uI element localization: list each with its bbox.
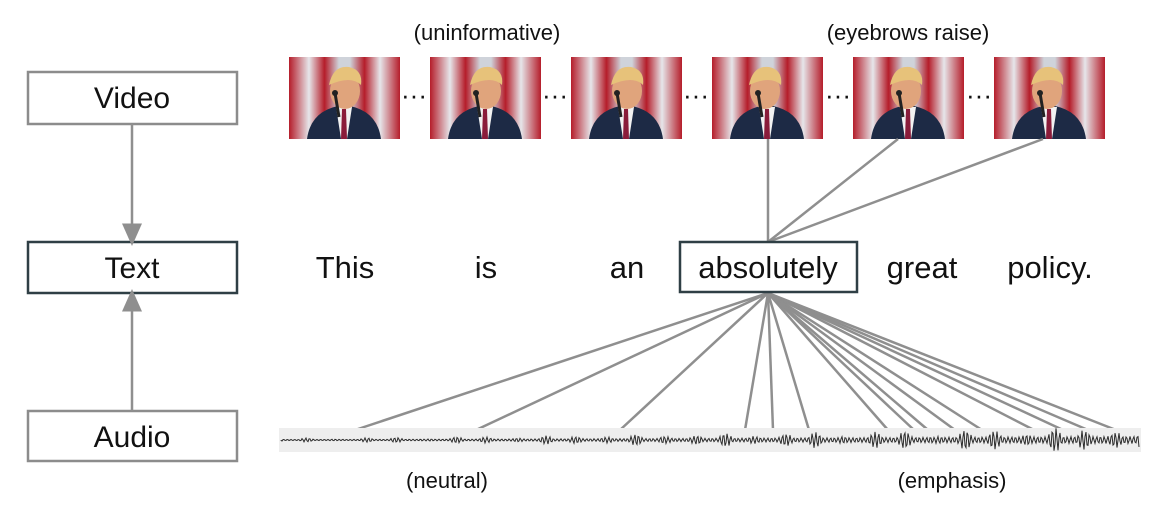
audio-alignment-link xyxy=(767,292,915,431)
sentence-word: This xyxy=(316,250,375,285)
audio-alignment-link xyxy=(767,291,1035,432)
frame-ellipsis: ··· xyxy=(825,80,851,110)
video-frames xyxy=(289,57,1105,139)
sentence-word: an xyxy=(610,250,644,285)
audio-alignment-link xyxy=(354,291,769,432)
sentence-word: policy. xyxy=(1007,250,1093,285)
sentence-word-highlighted: absolutely xyxy=(698,250,838,285)
emphasis-annotation: (emphasis) xyxy=(898,468,1007,493)
video-frame xyxy=(571,57,682,139)
frame-ellipsis: ··· xyxy=(401,80,427,110)
sentence-word: is xyxy=(475,250,497,285)
audio-modality: Audio xyxy=(26,409,239,463)
video-frame xyxy=(853,57,964,139)
audio-alignment-link xyxy=(766,292,775,431)
frame-ellipsis: ··· xyxy=(966,80,992,110)
audio-label: Audio xyxy=(94,421,171,454)
uninformative-annotation: (uninformative) xyxy=(414,20,561,45)
audio-alignment-link xyxy=(767,291,1089,432)
video-alignment-link xyxy=(767,137,1044,244)
frame-ellipsis: ··· xyxy=(542,80,568,110)
neutral-annotation: (neutral) xyxy=(406,468,488,493)
audio-alignment-link xyxy=(767,291,983,432)
eyebrows-annotation: (eyebrows raise) xyxy=(827,20,990,45)
audio-alignment-link xyxy=(766,292,811,431)
audio-alignment-link xyxy=(767,291,956,432)
audio-alignment-link xyxy=(475,291,769,432)
video-label: Video xyxy=(94,82,170,115)
audio-alignment-link xyxy=(767,291,1117,432)
audio-alignment-link xyxy=(767,292,889,431)
video-frame xyxy=(430,57,541,139)
text-label: Text xyxy=(104,252,160,285)
video-modality: Video xyxy=(26,70,239,126)
audio-alignment-link xyxy=(619,292,769,431)
video-frame xyxy=(289,57,400,139)
audio-waveform xyxy=(280,428,1140,451)
video-frame xyxy=(712,57,823,139)
audio-alignment-link xyxy=(767,291,1064,432)
video-frame xyxy=(994,57,1105,139)
audio-alignment-link xyxy=(743,292,770,431)
sentence-word: great xyxy=(887,250,958,285)
video-box xyxy=(26,70,239,126)
text-modality: Text xyxy=(26,240,239,295)
highlighted-word-box xyxy=(678,240,859,294)
video-alignment-link xyxy=(767,138,899,243)
alignment-links xyxy=(354,137,1117,432)
text-box xyxy=(26,240,239,295)
frame-ellipsis: ··· xyxy=(683,80,709,110)
audio-alignment-link xyxy=(767,292,929,431)
